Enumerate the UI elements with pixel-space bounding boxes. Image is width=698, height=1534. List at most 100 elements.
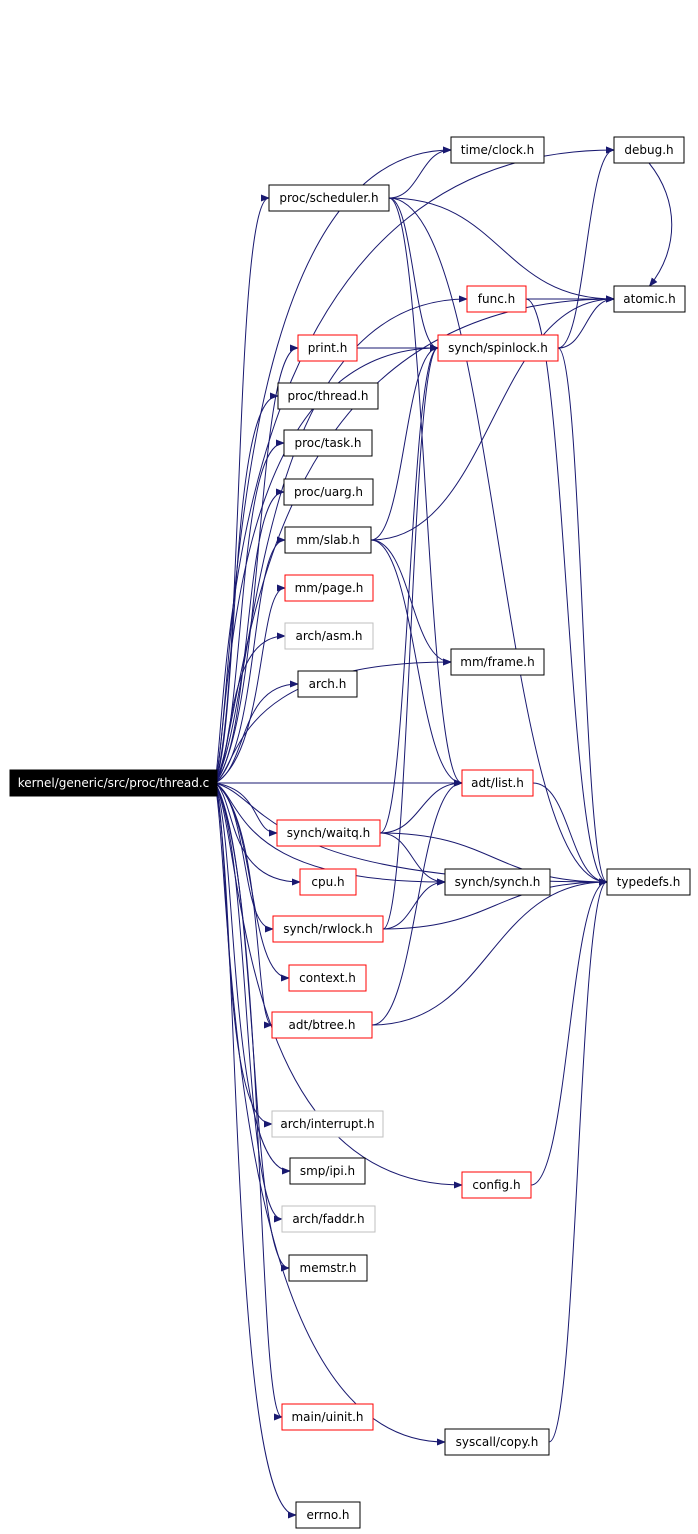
node-synch-spinlock-h[interactable]: synch/spinlock.h	[437, 334, 559, 362]
node-label: kernel/generic/src/proc/thread.c	[18, 776, 209, 790]
node-box	[297, 670, 358, 698]
edge-thread_c-to-debug_h	[214, 146, 615, 784]
node-box	[297, 334, 358, 362]
node-label: arch/faddr.h	[292, 1212, 364, 1226]
edge-thread_c-to-proc_thread_h	[214, 392, 279, 784]
node-label: typedefs.h	[617, 875, 681, 889]
node-proc-task-h[interactable]: proc/task.h	[283, 429, 373, 457]
edge-synch_rwlock_h-to-typedefs_h	[382, 878, 608, 930]
edge-mm_slab_h-to-synch_spinlock_h	[370, 344, 439, 541]
node-smp-ipi-h[interactable]: smp/ipi.h	[289, 1157, 366, 1185]
node-cpu-h[interactable]: cpu.h	[299, 868, 357, 896]
node-arch-asm-h[interactable]: arch/asm.h	[284, 622, 374, 650]
node-box	[284, 574, 374, 602]
node-label: time/clock.h	[461, 143, 534, 157]
edge-mm_slab_h-to-mm_frame_h	[370, 539, 452, 666]
node-box	[450, 648, 545, 676]
node-memstr-h[interactable]: memstr.h	[288, 1254, 368, 1282]
edge-thread_c-to-arch_interrupt_h	[214, 782, 273, 1128]
node-mm-slab-h[interactable]: mm/slab.h	[284, 526, 372, 554]
edge-thread_c-to-arch_h	[214, 680, 299, 784]
edge-thread_c-to-atomic_h	[214, 295, 615, 784]
edge-adt_btree_h-to-typedefs_h	[371, 878, 608, 1026]
node-box	[299, 868, 357, 896]
node-mm-frame-h[interactable]: mm/frame.h	[450, 648, 545, 676]
node-label: debug.h	[624, 143, 673, 157]
node-box	[276, 819, 381, 847]
node-box	[268, 184, 390, 212]
node-config-h[interactable]: config.h	[461, 1171, 532, 1199]
edge-proc_scheduler_h-to-time_clock_h	[388, 146, 452, 199]
root-node: kernel/generic/src/proc/thread.c	[9, 769, 218, 797]
node-func-h[interactable]: func.h	[466, 285, 527, 313]
node-proc-thread-h[interactable]: proc/thread.h	[277, 382, 379, 410]
node-context-h[interactable]: context.h	[288, 964, 367, 992]
node-label: cpu.h	[311, 875, 344, 889]
node-time-clock-h[interactable]: time/clock.h	[450, 136, 545, 164]
node-box	[283, 478, 374, 506]
node-box	[437, 334, 559, 362]
edge-synch_spinlock_h-to-typedefs_h	[557, 347, 608, 886]
node-label: synch/waitq.h	[287, 826, 370, 840]
node-main-uinit-h[interactable]: main/uinit.h	[281, 1403, 374, 1431]
edge-thread_c-to-arch_faddr_h	[214, 782, 283, 1223]
edge-thread_c-to-adt_btree_h	[214, 782, 273, 1029]
edge-thread_c-to-func_h	[214, 295, 468, 784]
node-box	[271, 1110, 384, 1138]
node-print-h[interactable]: print.h	[297, 334, 358, 362]
edge-synch_waitq_h-to-synch_spinlock_h	[379, 344, 439, 834]
node-atomic-h[interactable]: atomic.h	[613, 285, 686, 313]
node-box	[288, 964, 367, 992]
node-debug-h[interactable]: debug.h	[613, 136, 685, 164]
nodes-layer: kernel/generic/src/proc/thread.c debug.h t…	[9, 136, 691, 1529]
node-errno-h[interactable]: errno.h	[295, 1501, 361, 1529]
edge-thread_c-to-mm_frame_h	[214, 658, 452, 784]
node-arch-h[interactable]: arch.h	[297, 670, 358, 698]
edge-thread_c-to-errno_h	[214, 782, 297, 1519]
node-mm-page-h[interactable]: mm/page.h	[284, 574, 374, 602]
node-box	[281, 1403, 374, 1431]
node-label: arch.h	[309, 677, 347, 691]
node-adt-list-h[interactable]: adt/list.h	[461, 769, 534, 797]
node-adt-btree-h[interactable]: adt/btree.h	[271, 1011, 373, 1039]
node-label: proc/uarg.h	[294, 485, 363, 499]
node-label: errno.h	[307, 1508, 350, 1522]
node-typedefs-h[interactable]: typedefs.h	[606, 868, 691, 896]
edge-thread_c-to-main_uinit_h	[214, 782, 283, 1421]
node-label: func.h	[478, 292, 515, 306]
edge-debug_h-to-atomic_h	[648, 162, 673, 287]
node-arch-interrupt-h[interactable]: arch/interrupt.h	[271, 1110, 384, 1138]
node-label: context.h	[299, 971, 356, 985]
node-label: proc/task.h	[295, 436, 362, 450]
node-box	[277, 382, 379, 410]
node-synch-synch-h[interactable]: synch/synch.h	[444, 868, 551, 896]
node-arch-faddr-h[interactable]: arch/faddr.h	[281, 1205, 376, 1233]
node-box	[281, 1205, 376, 1233]
node-synch-rwlock-h[interactable]: synch/rwlock.h	[272, 915, 384, 943]
node-label: atomic.h	[623, 292, 675, 306]
node-box	[444, 868, 551, 896]
edge-proc_scheduler_h-to-synch_spinlock_h	[388, 197, 439, 352]
node-label: proc/scheduler.h	[279, 191, 378, 205]
node-label: adt/btree.h	[289, 1018, 356, 1032]
edge-config_h-to-typedefs_h	[530, 878, 608, 1186]
node-label: proc/thread.h	[287, 389, 368, 403]
node-box	[295, 1501, 361, 1529]
edge-thread_c-to-synch_synch_h	[214, 782, 446, 886]
node-label: smp/ipi.h	[300, 1164, 355, 1178]
edge-thread_c-to-print_h	[214, 344, 299, 784]
node-proc-scheduler-h[interactable]: proc/scheduler.h	[268, 184, 390, 212]
node-label: mm/slab.h	[296, 533, 359, 547]
node-proc-uarg-h[interactable]: proc/uarg.h	[283, 478, 374, 506]
edge-syscall_copy_h-to-typedefs_h	[548, 878, 608, 1443]
edge-synch_rwlock_h-to-synch_spinlock_h	[382, 344, 439, 930]
node-box	[450, 136, 545, 164]
node-synch-waitq-h[interactable]: synch/waitq.h	[276, 819, 381, 847]
edge-thread_c-to-synch_spinlock_h	[214, 344, 439, 784]
node-syscall-copy-h[interactable]: syscall/copy.h	[444, 1428, 550, 1456]
edge-synch_waitq_h-to-typedefs_h	[379, 832, 608, 886]
node-box	[466, 285, 527, 313]
edge-proc_scheduler_h-to-adt_list_h	[388, 197, 463, 787]
node-label: memstr.h	[300, 1261, 357, 1275]
edge-adt_btree_h-to-adt_list_h	[371, 779, 463, 1026]
